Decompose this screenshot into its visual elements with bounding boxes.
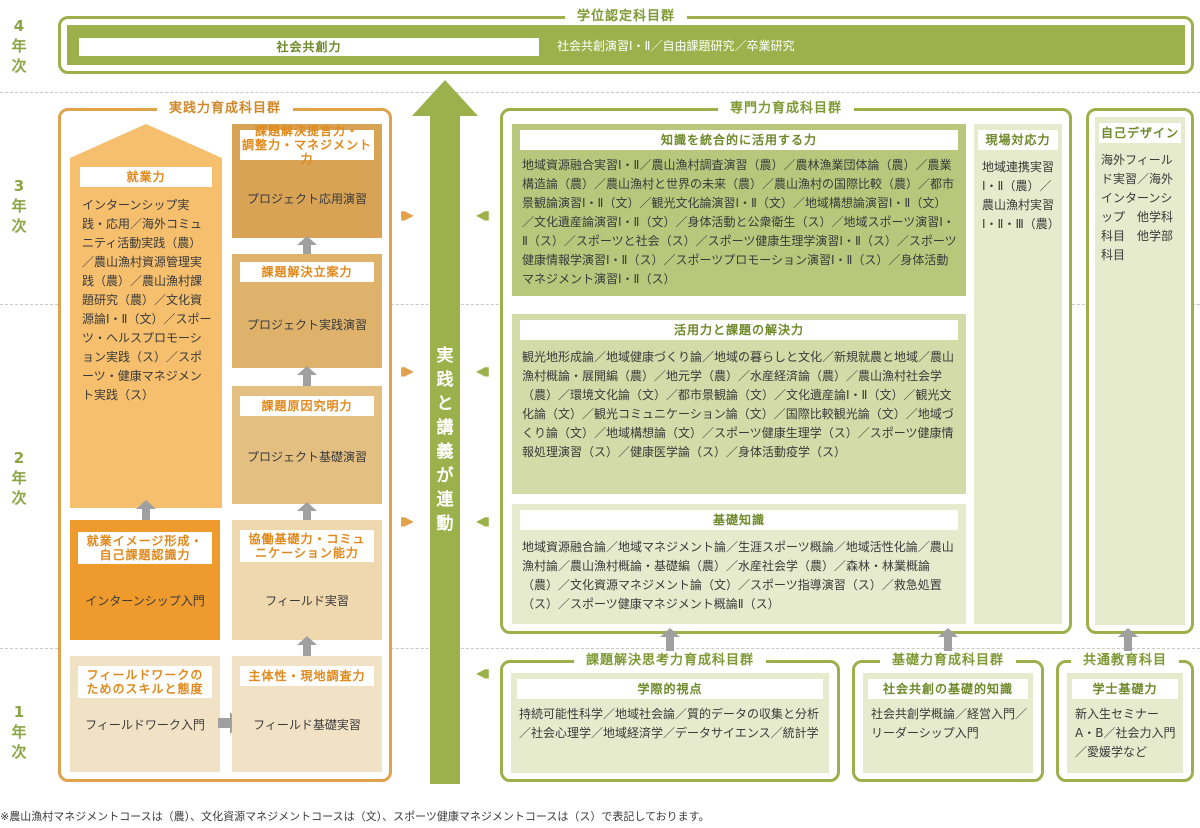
cooperation-course: フィールド実習 [265, 594, 349, 608]
year-label-1: 1 年 次 [11, 703, 27, 761]
self-design-label: 自己デザイン [1099, 123, 1181, 143]
apply-label: 活用力と課題の解決力 [520, 320, 958, 340]
common-courses-frame: 共通教育科目 学士基礎力 新入生セミナーA・B／社会力入門／愛媛学など [1056, 651, 1194, 782]
degree-courses-title: 学位認定科目群 [564, 7, 688, 27]
chevron-left-icon: ◀▮ [476, 364, 490, 378]
arrow-up-icon [297, 502, 317, 511]
initiative-panel: 主体性・現地調査力 フィールド基礎実習 [232, 656, 382, 772]
year-divider-2-1 [0, 648, 1200, 649]
linkage-arrow-label: 実 践 と 講 義 が 連 動 [436, 346, 454, 534]
chevron-right-icon: ▮▶ [400, 364, 414, 378]
year-divider-4-3 [0, 92, 1200, 93]
initiative-course: フィールド基礎実習 [253, 718, 361, 732]
arrow-up-icon [938, 628, 958, 637]
practice-courses-title: 実践力育成科目群 [156, 99, 294, 119]
bachelor-basic-panel: 学士基礎力 新入生セミナーA・B／社会力入門／愛媛学など [1067, 673, 1183, 773]
arrow-stem [666, 637, 674, 651]
cocreation-basic-courses: 社会共創学概論／経営入門／リーダーシップ入門 [871, 707, 1028, 740]
interdisciplinary-courses: 持続可能性科学／地域社会論／質的データの収集と分析／社会心理学／地域経済学／デー… [519, 707, 820, 740]
year-label-2: 2 年 次 [11, 449, 27, 507]
self-design-courses: 海外フィールド実習／海外インターンシップ 他学科科目 他学部科目 [1101, 153, 1174, 262]
apply-courses: 観光地形成論／地域健康づくり論／地域の暮らしと文化／新規就農と地域／農山漁村概論… [522, 350, 955, 459]
arrow-stem [303, 645, 311, 656]
integrate-panel: 知識を統合的に活用する力 地域資源融合実習Ⅰ・Ⅱ／農山漁村調査演習（農）／農林漁… [512, 124, 966, 296]
linkage-arrow-icon [412, 80, 478, 784]
social-cocreation-panel: 社会共創力 社会共創演習Ⅰ・Ⅱ／自由課題研究／卒業研究 [67, 25, 1185, 65]
year-label-3: 3 年 次 [11, 177, 27, 235]
fieldwork-intro-course: フィールドワーク入門 [85, 718, 205, 732]
cocreation-basic-panel: 社会共創の基礎的知識 社会共創学概論／経営入門／リーダーシップ入門 [863, 673, 1033, 773]
fieldwork-skill-label: フィールドワークの ためのスキルと態度 [78, 666, 212, 698]
planning-panel: 課題解決立案力 プロジェクト実践演習 [232, 254, 382, 368]
proposal-panel: 課題解決提言力・ 調整力・マネジメント力 プロジェクト応用演習 [232, 124, 382, 238]
integrate-courses: 地域資源融合実習Ⅰ・Ⅱ／農山漁村調査演習（農）／農林漁業団体論（農）／農業構造論… [522, 158, 957, 286]
basic-knowledge-panel: 基礎知識 地域資源融合論／地域マネジメント論／生涯スポーツ概論／地域活性化論／農… [512, 504, 966, 624]
cocreation-basic-label: 社会共創の基礎的知識 [868, 679, 1028, 699]
footnote: ※農山漁村マネジメントコースは（農）、文化資源マネジメントコースは（文）、スポー… [0, 810, 710, 823]
employability-column [70, 124, 222, 508]
arrow-up-icon [660, 628, 680, 637]
employability-courses: インターンシップ実践・応用／海外コミュニティ活動実践（農）／農山漁村資源管理実践… [82, 198, 212, 402]
cause-label: 課題原因究明力 [240, 396, 374, 416]
basic-knowledge-courses: 地域資源融合論／地域マネジメント論／生涯スポーツ概論／地域活性化論／農山漁村論／… [522, 540, 954, 611]
foundation-courses-title: 基礎力育成科目群 [879, 651, 1017, 671]
common-courses-title: 共通教育科目 [1070, 651, 1180, 671]
cause-panel: 課題原因究明力 プロジェクト基礎演習 [232, 386, 382, 504]
self-design-panel: 自己デザイン 海外フィールド実習／海外インターンシップ 他学科科目 他学部科目 [1095, 117, 1185, 625]
planning-label: 課題解決立案力 [240, 262, 374, 282]
arrow-stem [1124, 637, 1132, 651]
arrow-up-icon [1118, 628, 1138, 637]
site-response-panel: 現場対応力 地域連携実習Ⅰ・Ⅱ（農）／農山漁村実習Ⅰ・Ⅱ・Ⅲ（農） [974, 124, 1062, 624]
year-label-4: 4 年 次 [11, 17, 27, 75]
cooperation-panel: 協働基礎力・コミュ ニケーション能力 フィールド実習 [232, 520, 382, 640]
fieldwork-skill-panel: フィールドワークの ためのスキルと態度 フィールドワーク入門 [70, 656, 220, 772]
proposal-course: プロジェクト応用演習 [246, 192, 367, 206]
job-image-panel: 就業イメージ形成・ 自己課題認識力 インターンシップ入門 [70, 520, 220, 640]
initiative-label: 主体性・現地調査力 [240, 666, 374, 686]
job-image-label: 就業イメージ形成・ 自己課題認識力 [78, 532, 212, 564]
bachelor-basic-courses: 新入生セミナーA・B／社会力入門／愛媛学など [1075, 707, 1176, 759]
cooperation-label: 協働基礎力・コミュ ニケーション能力 [240, 530, 374, 562]
degree-courses-frame: 学位認定科目群 社会共創力 社会共創演習Ⅰ・Ⅱ／自由課題研究／卒業研究 [58, 7, 1194, 74]
interdisciplinary-panel: 学際的視点 持続可能性科学／地域社会論／質的データの収集と分析／社会心理学／地域… [511, 673, 829, 773]
chevron-left-icon: ◀▮ [476, 666, 490, 680]
interdisciplinary-label: 学際的視点 [517, 679, 823, 699]
integrate-label: 知識を統合的に活用する力 [520, 130, 958, 150]
arrow-up-icon [297, 366, 317, 375]
bachelor-basic-label: 学士基礎力 [1072, 679, 1178, 699]
chevron-left-icon: ◀▮ [476, 208, 490, 222]
arrow-stem [303, 375, 311, 386]
thinking-courses-title: 課題解決思考力育成科目群 [573, 651, 767, 671]
cause-course: プロジェクト基礎演習 [246, 450, 367, 464]
site-response-label: 現場対応力 [978, 130, 1058, 150]
self-design-frame: 自己デザイン 海外フィールド実習／海外インターンシップ 他学科科目 他学部科目 [1086, 108, 1194, 634]
foundation-courses-frame: 基礎力育成科目群 社会共創の基礎的知識 社会共創学概論／経営入門／リーダーシップ… [852, 651, 1044, 782]
arrow-stem [303, 511, 311, 520]
proposal-label: 課題解決提言力・ 調整力・マネジメント力 [240, 124, 374, 166]
chevron-right-icon: ▮▶ [400, 208, 414, 222]
site-response-courses: 地域連携実習Ⅰ・Ⅱ（農）／農山漁村実習Ⅰ・Ⅱ・Ⅲ（農） [982, 160, 1060, 231]
arrow-stem [142, 509, 150, 520]
social-cocreation-courses: 社会共創演習Ⅰ・Ⅱ／自由課題研究／卒業研究 [557, 39, 795, 53]
arrow-up-icon [136, 500, 156, 509]
arrow-up-icon [297, 636, 317, 645]
employability-label: 就業力 [80, 167, 212, 187]
thinking-courses-frame: 課題解決思考力育成科目群 学際的視点 持続可能性科学／地域社会論／質的データの収… [500, 651, 840, 782]
basic-knowledge-label: 基礎知識 [520, 510, 958, 530]
planning-course: プロジェクト実践演習 [246, 318, 367, 332]
social-cocreation-label: 社会共創力 [79, 38, 539, 56]
arrow-stem [944, 637, 952, 651]
chevron-left-icon: ◀▮ [476, 514, 490, 528]
job-image-course: インターンシップ入門 [85, 594, 205, 608]
chevron-right-icon: ▮▶ [400, 514, 414, 528]
arrow-stem [303, 245, 311, 254]
arrow-up-icon [297, 236, 317, 245]
specialty-courses-title: 専門力育成科目群 [717, 99, 855, 119]
apply-panel: 活用力と課題の解決力 観光地形成論／地域健康づくり論／地域の暮らしと文化／新規就… [512, 314, 966, 494]
